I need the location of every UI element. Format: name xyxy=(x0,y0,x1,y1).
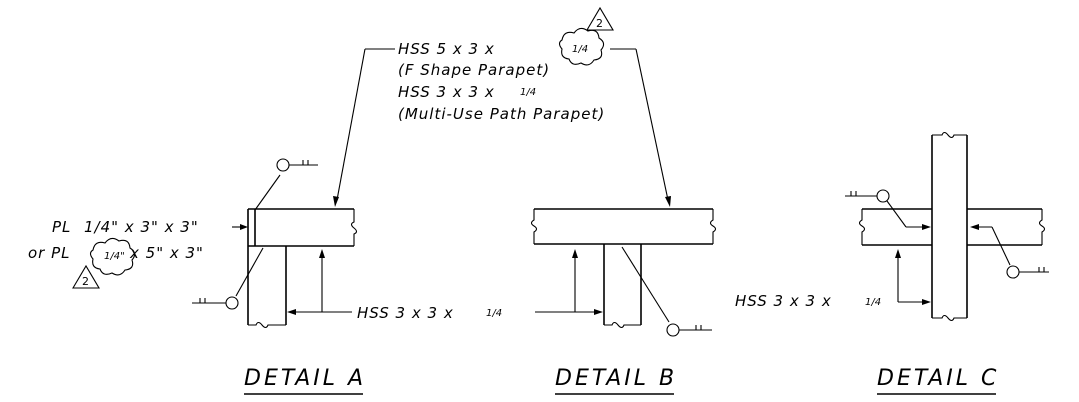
callout-hss-post-c: HSS 3 x 3 x xyxy=(735,292,832,310)
detail-b-geometry xyxy=(530,208,717,337)
revision-number-top: 2 xyxy=(596,17,603,30)
callout-hss-3x3-fraction: 1/4 xyxy=(520,87,536,98)
revision-number-left: 2 xyxy=(82,275,89,288)
title-detail-a: DETAIL A xyxy=(244,366,366,391)
detail-a-geometry xyxy=(192,158,358,329)
callout-hss-post-a-b-fraction: 1/4 xyxy=(486,308,502,319)
callout-hss-5x3: HSS 5 x 3 x xyxy=(398,40,495,58)
plate-callout-alt-prefix: or PL xyxy=(28,244,71,262)
callout-hss-5x3-fraction: 1/4 xyxy=(572,44,588,55)
top-callout-leaders xyxy=(333,48,671,207)
callout-hss-post-a-b: HSS 3 x 3 x xyxy=(357,304,454,322)
revision-triangle-left xyxy=(72,264,100,289)
callout-multi-use-path-parapet: (Multi-Use Path Parapet) xyxy=(398,105,605,123)
title-detail-b: DETAIL B xyxy=(555,366,677,391)
revision-cloud-left: 2 xyxy=(72,237,136,289)
revision-cloud-top: 2 xyxy=(558,6,614,66)
callout-hss-post-c-fraction: 1/4 xyxy=(865,297,881,308)
callout-hss-3x3: HSS 3 x 3 x xyxy=(398,83,495,101)
detail-c-geometry xyxy=(845,131,1049,322)
plate-callout-prefix: PL xyxy=(52,218,71,236)
revision-triangle-top xyxy=(586,6,614,31)
title-detail-c: DETAIL C xyxy=(877,366,999,391)
plate-callout-alt-size: x 5" x 3" xyxy=(129,244,204,262)
callout-f-shape-parapet: (F Shape Parapet) xyxy=(398,61,550,79)
plate-callout-alt-fraction: 1/4" xyxy=(104,251,125,262)
plate-callout-size: 1/4" x 3" x 3" xyxy=(84,218,199,236)
